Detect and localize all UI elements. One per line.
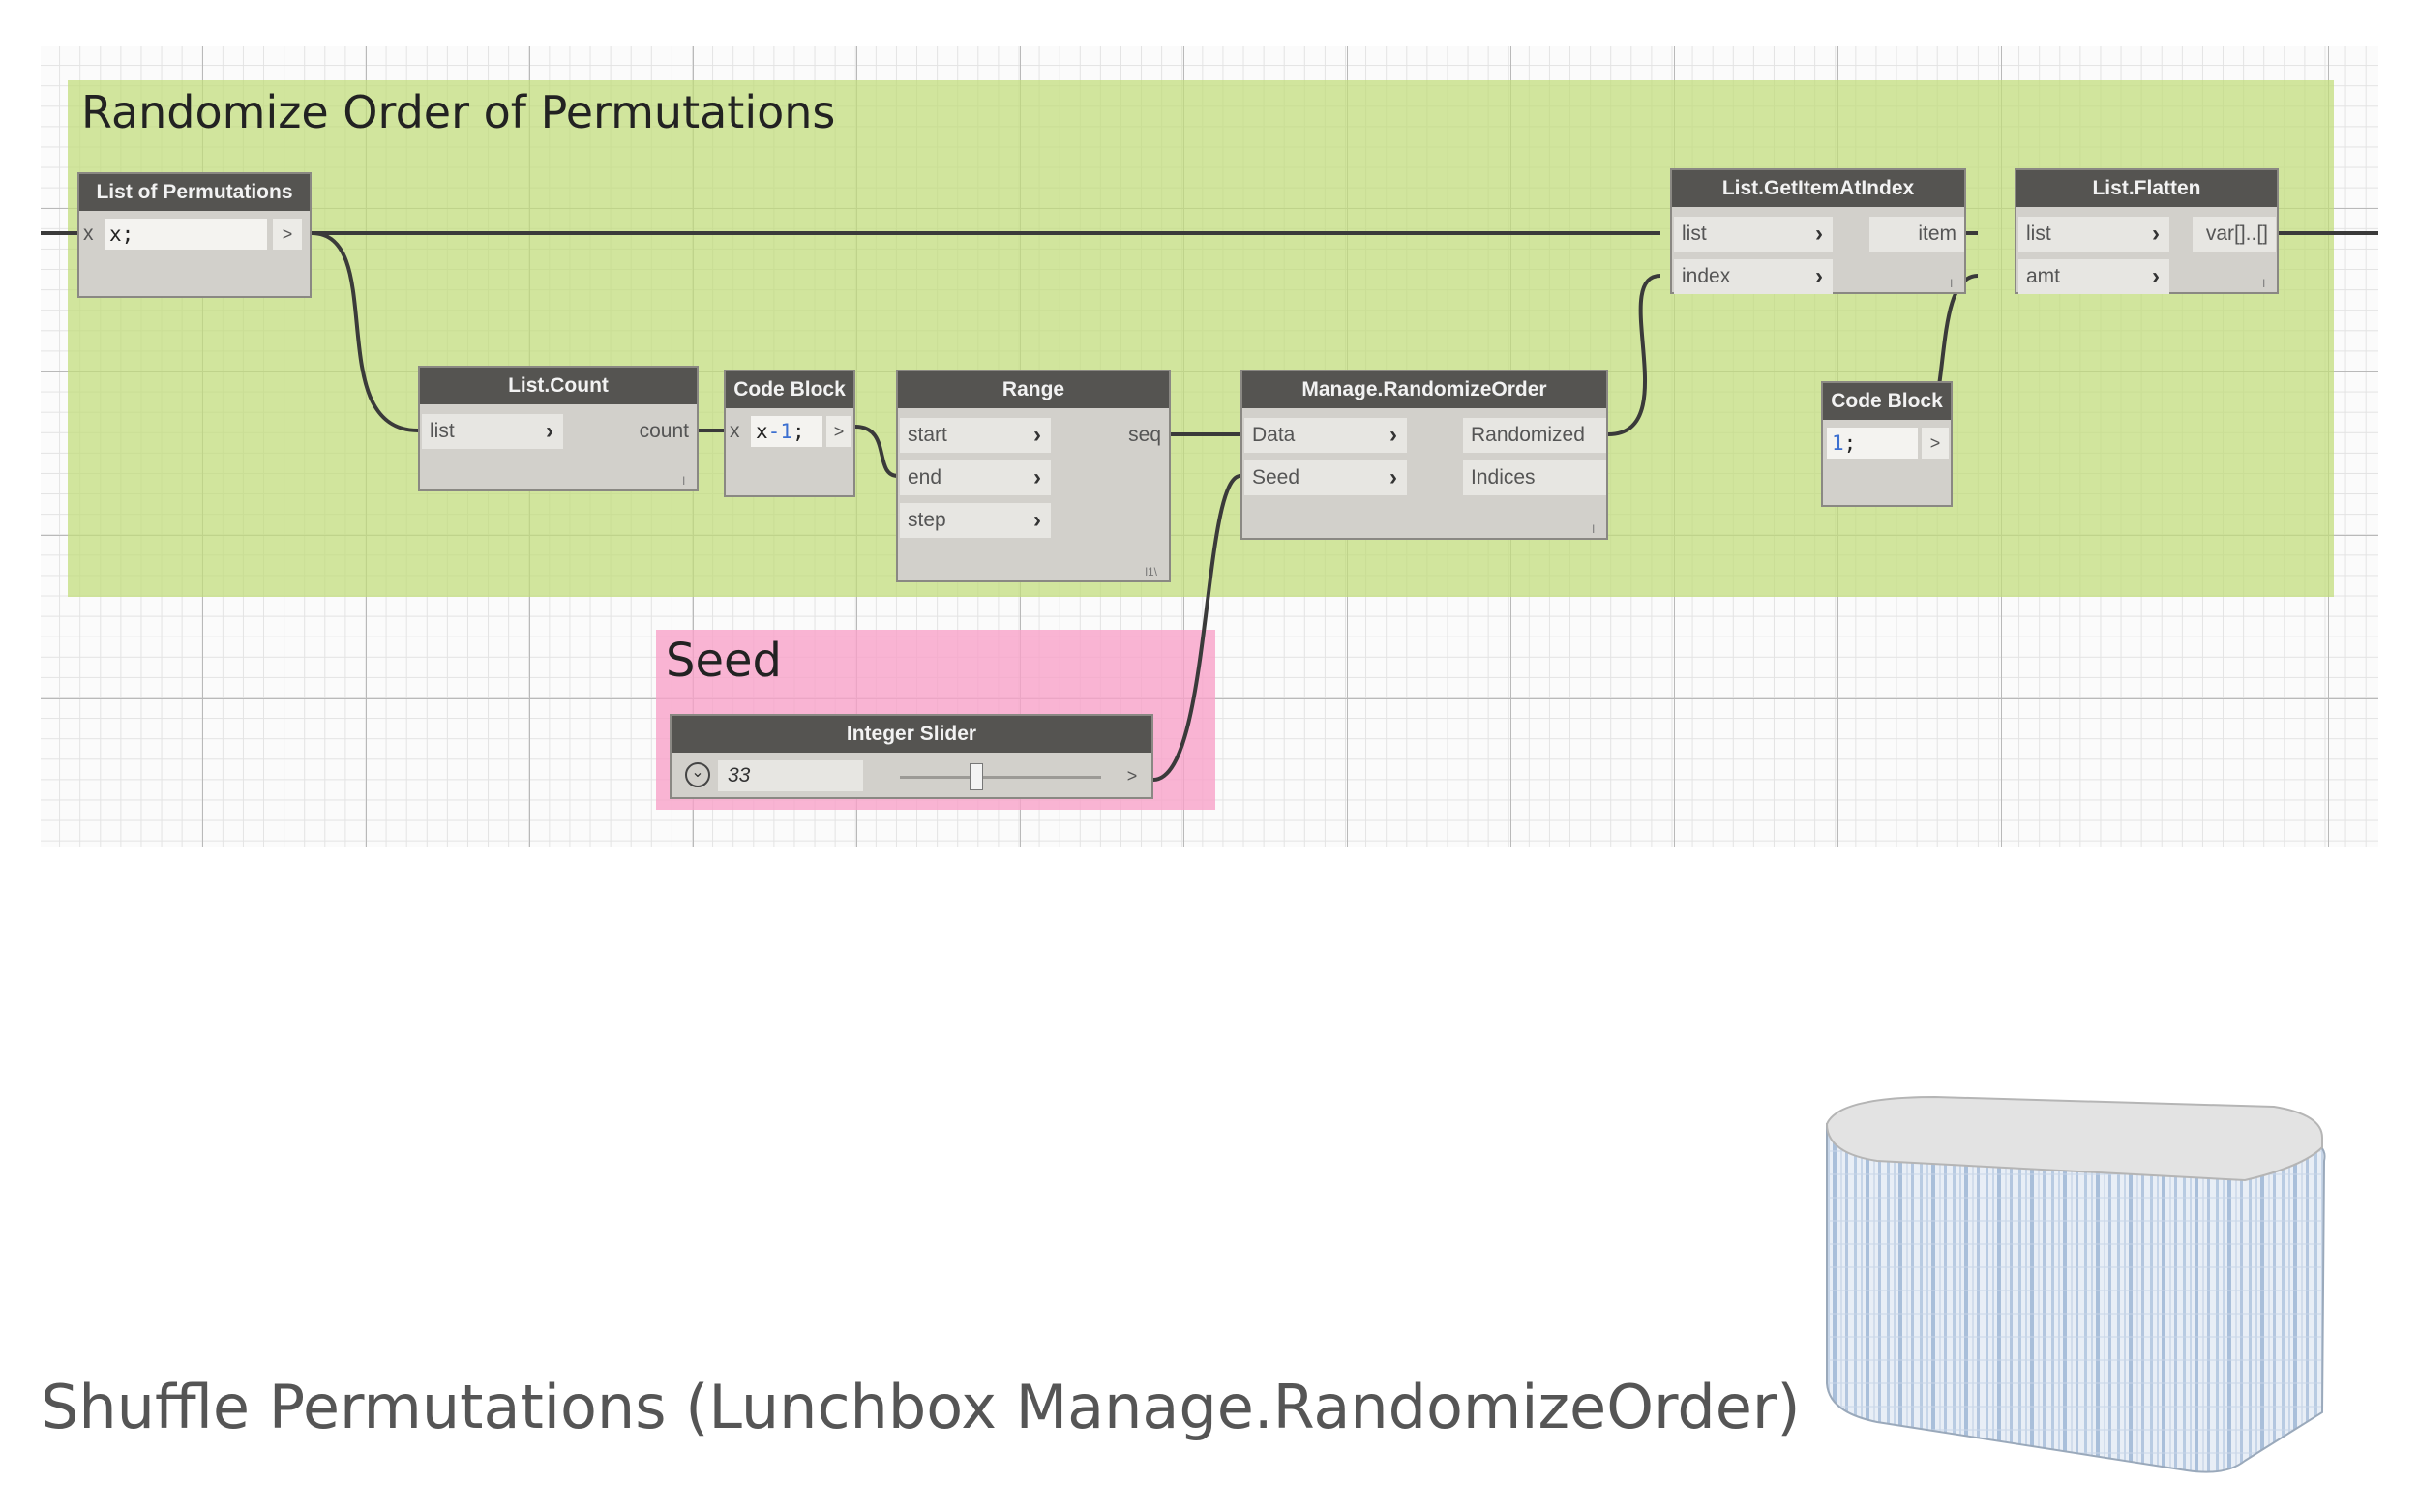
- node-title: List.Flatten: [2016, 170, 2277, 207]
- input-port-end[interactable]: end ›: [900, 460, 1051, 495]
- node-range[interactable]: Range start › end › step › seq l1\: [896, 370, 1171, 582]
- node-manage-randomize-order[interactable]: Manage.RandomizeOrder Data › Seed › Rand…: [1240, 370, 1608, 540]
- code-text[interactable]: x;: [105, 219, 267, 250]
- port-label: start: [908, 424, 947, 446]
- slider-value-field[interactable]: 33: [718, 760, 863, 791]
- chevron-right-icon: ›: [1389, 464, 1397, 490]
- node-title: Code Block: [1823, 383, 1951, 420]
- input-port-amt[interactable]: amt ›: [2018, 259, 2169, 294]
- port-label: index: [1682, 265, 1731, 287]
- lacing-indicator: l: [682, 474, 685, 488]
- building-preview-image: [1825, 1095, 2326, 1473]
- node-title: Range: [898, 371, 1169, 408]
- chevron-right-icon: ›: [2152, 221, 2160, 247]
- wire-permutations-to-count[interactable]: [311, 231, 419, 432]
- output-port[interactable]: >: [1126, 766, 1138, 786]
- chevron-right-icon: ›: [1815, 221, 1823, 247]
- chevron-right-icon: ›: [1033, 422, 1041, 448]
- output-port-seq[interactable]: seq: [1128, 424, 1161, 446]
- building-roof: [1825, 1095, 2323, 1182]
- port-label: list: [1682, 222, 1707, 245]
- port-label: end: [908, 466, 942, 489]
- node-title: List.Count: [420, 368, 697, 404]
- dynamo-canvas[interactable]: Randomize Order of Permutations Seed Lis…: [41, 46, 2378, 847]
- output-port[interactable]: >: [826, 416, 851, 447]
- slider-row: ⌄ 33 >: [675, 756, 1148, 795]
- output-port-indices[interactable]: Indices: [1463, 460, 1606, 495]
- code-text[interactable]: x-1;: [751, 416, 822, 447]
- node-title: Code Block: [726, 371, 853, 408]
- output-port-count[interactable]: count: [639, 420, 689, 442]
- input-port-index[interactable]: index ›: [1674, 259, 1833, 294]
- chevron-right-icon: ›: [1033, 464, 1041, 490]
- node-code-block-1[interactable]: Code Block 1; >: [1821, 381, 1953, 507]
- node-integer-slider[interactable]: Integer Slider ⌄ 33 >: [670, 714, 1153, 799]
- chevron-right-icon: ›: [1389, 422, 1397, 448]
- output-port-var[interactable]: var[]..[]: [2193, 217, 2276, 252]
- lacing-indicator: l1\: [1145, 565, 1157, 578]
- chevron-right-icon: ›: [546, 418, 553, 444]
- slider-thumb[interactable]: [970, 763, 983, 790]
- output-port-randomized[interactable]: Randomized: [1463, 418, 1606, 453]
- wire-codeblock-to-range-end[interactable]: [854, 425, 899, 478]
- output-port-item[interactable]: item: [1869, 217, 1964, 252]
- code-row: 1; >: [1823, 428, 1951, 459]
- input-port-x[interactable]: x: [83, 222, 94, 245]
- slider-track[interactable]: [900, 776, 1101, 779]
- group-title-seed: Seed: [666, 634, 782, 688]
- input-port-data[interactable]: Data ›: [1244, 418, 1407, 453]
- wire-randomize-to-index[interactable]: [1607, 274, 1661, 436]
- node-title: List.GetItemAtIndex: [1672, 170, 1964, 207]
- input-port-list[interactable]: list ›: [1674, 217, 1833, 252]
- code-text[interactable]: 1;: [1827, 428, 1918, 459]
- wire-slider-to-seed[interactable]: [1152, 474, 1241, 782]
- group-title-randomize: Randomize Order of Permutations: [81, 86, 836, 138]
- input-port-x[interactable]: x: [730, 420, 740, 442]
- output-port[interactable]: >: [1922, 428, 1949, 459]
- chevron-right-icon: ›: [2152, 263, 2160, 289]
- input-port-start[interactable]: start ›: [900, 418, 1051, 453]
- wires-layer: [41, 231, 2378, 782]
- lacing-indicator: l: [1592, 522, 1595, 536]
- node-list-count[interactable]: List.Count list › count l: [418, 366, 699, 491]
- port-label: Data: [1252, 424, 1296, 446]
- chevron-right-icon: ›: [1815, 263, 1823, 289]
- figure-caption: Shuffle Permutations (Lunchbox Manage.Ra…: [41, 1372, 1801, 1442]
- node-list-get-item-at-index[interactable]: List.GetItemAtIndex list › index › item …: [1670, 168, 1966, 294]
- input-port-step[interactable]: step ›: [900, 503, 1051, 538]
- port-label: list: [2026, 222, 2051, 245]
- node-title: Integer Slider: [672, 716, 1151, 753]
- output-port[interactable]: >: [273, 219, 302, 250]
- node-list-of-permutations[interactable]: List of Permutations x x; >: [77, 172, 312, 298]
- chevron-down-circle-icon[interactable]: ⌄: [685, 762, 710, 787]
- input-port-list[interactable]: list ›: [2018, 217, 2169, 252]
- port-label: list: [430, 420, 455, 442]
- node-code-block-x-minus-1[interactable]: Code Block x x-1; >: [724, 370, 855, 497]
- port-label: Seed: [1252, 466, 1300, 489]
- code-row: x x-1; >: [726, 416, 853, 447]
- port-label: amt: [2026, 265, 2061, 287]
- chevron-right-icon: ›: [1033, 507, 1041, 533]
- node-title: List of Permutations: [79, 174, 310, 211]
- node-list-flatten[interactable]: List.Flatten list › amt › var[]..[] l: [2015, 168, 2279, 294]
- group-randomize-order[interactable]: Randomize Order of Permutations: [68, 80, 2334, 597]
- node-title: Manage.RandomizeOrder: [1242, 371, 1606, 408]
- lacing-indicator: l: [1950, 277, 1953, 290]
- code-row: x x; >: [79, 219, 310, 250]
- lacing-indicator: l: [2262, 277, 2265, 290]
- port-label: step: [908, 509, 946, 531]
- input-port-list[interactable]: list ›: [422, 414, 563, 449]
- input-port-seed[interactable]: Seed ›: [1244, 460, 1407, 495]
